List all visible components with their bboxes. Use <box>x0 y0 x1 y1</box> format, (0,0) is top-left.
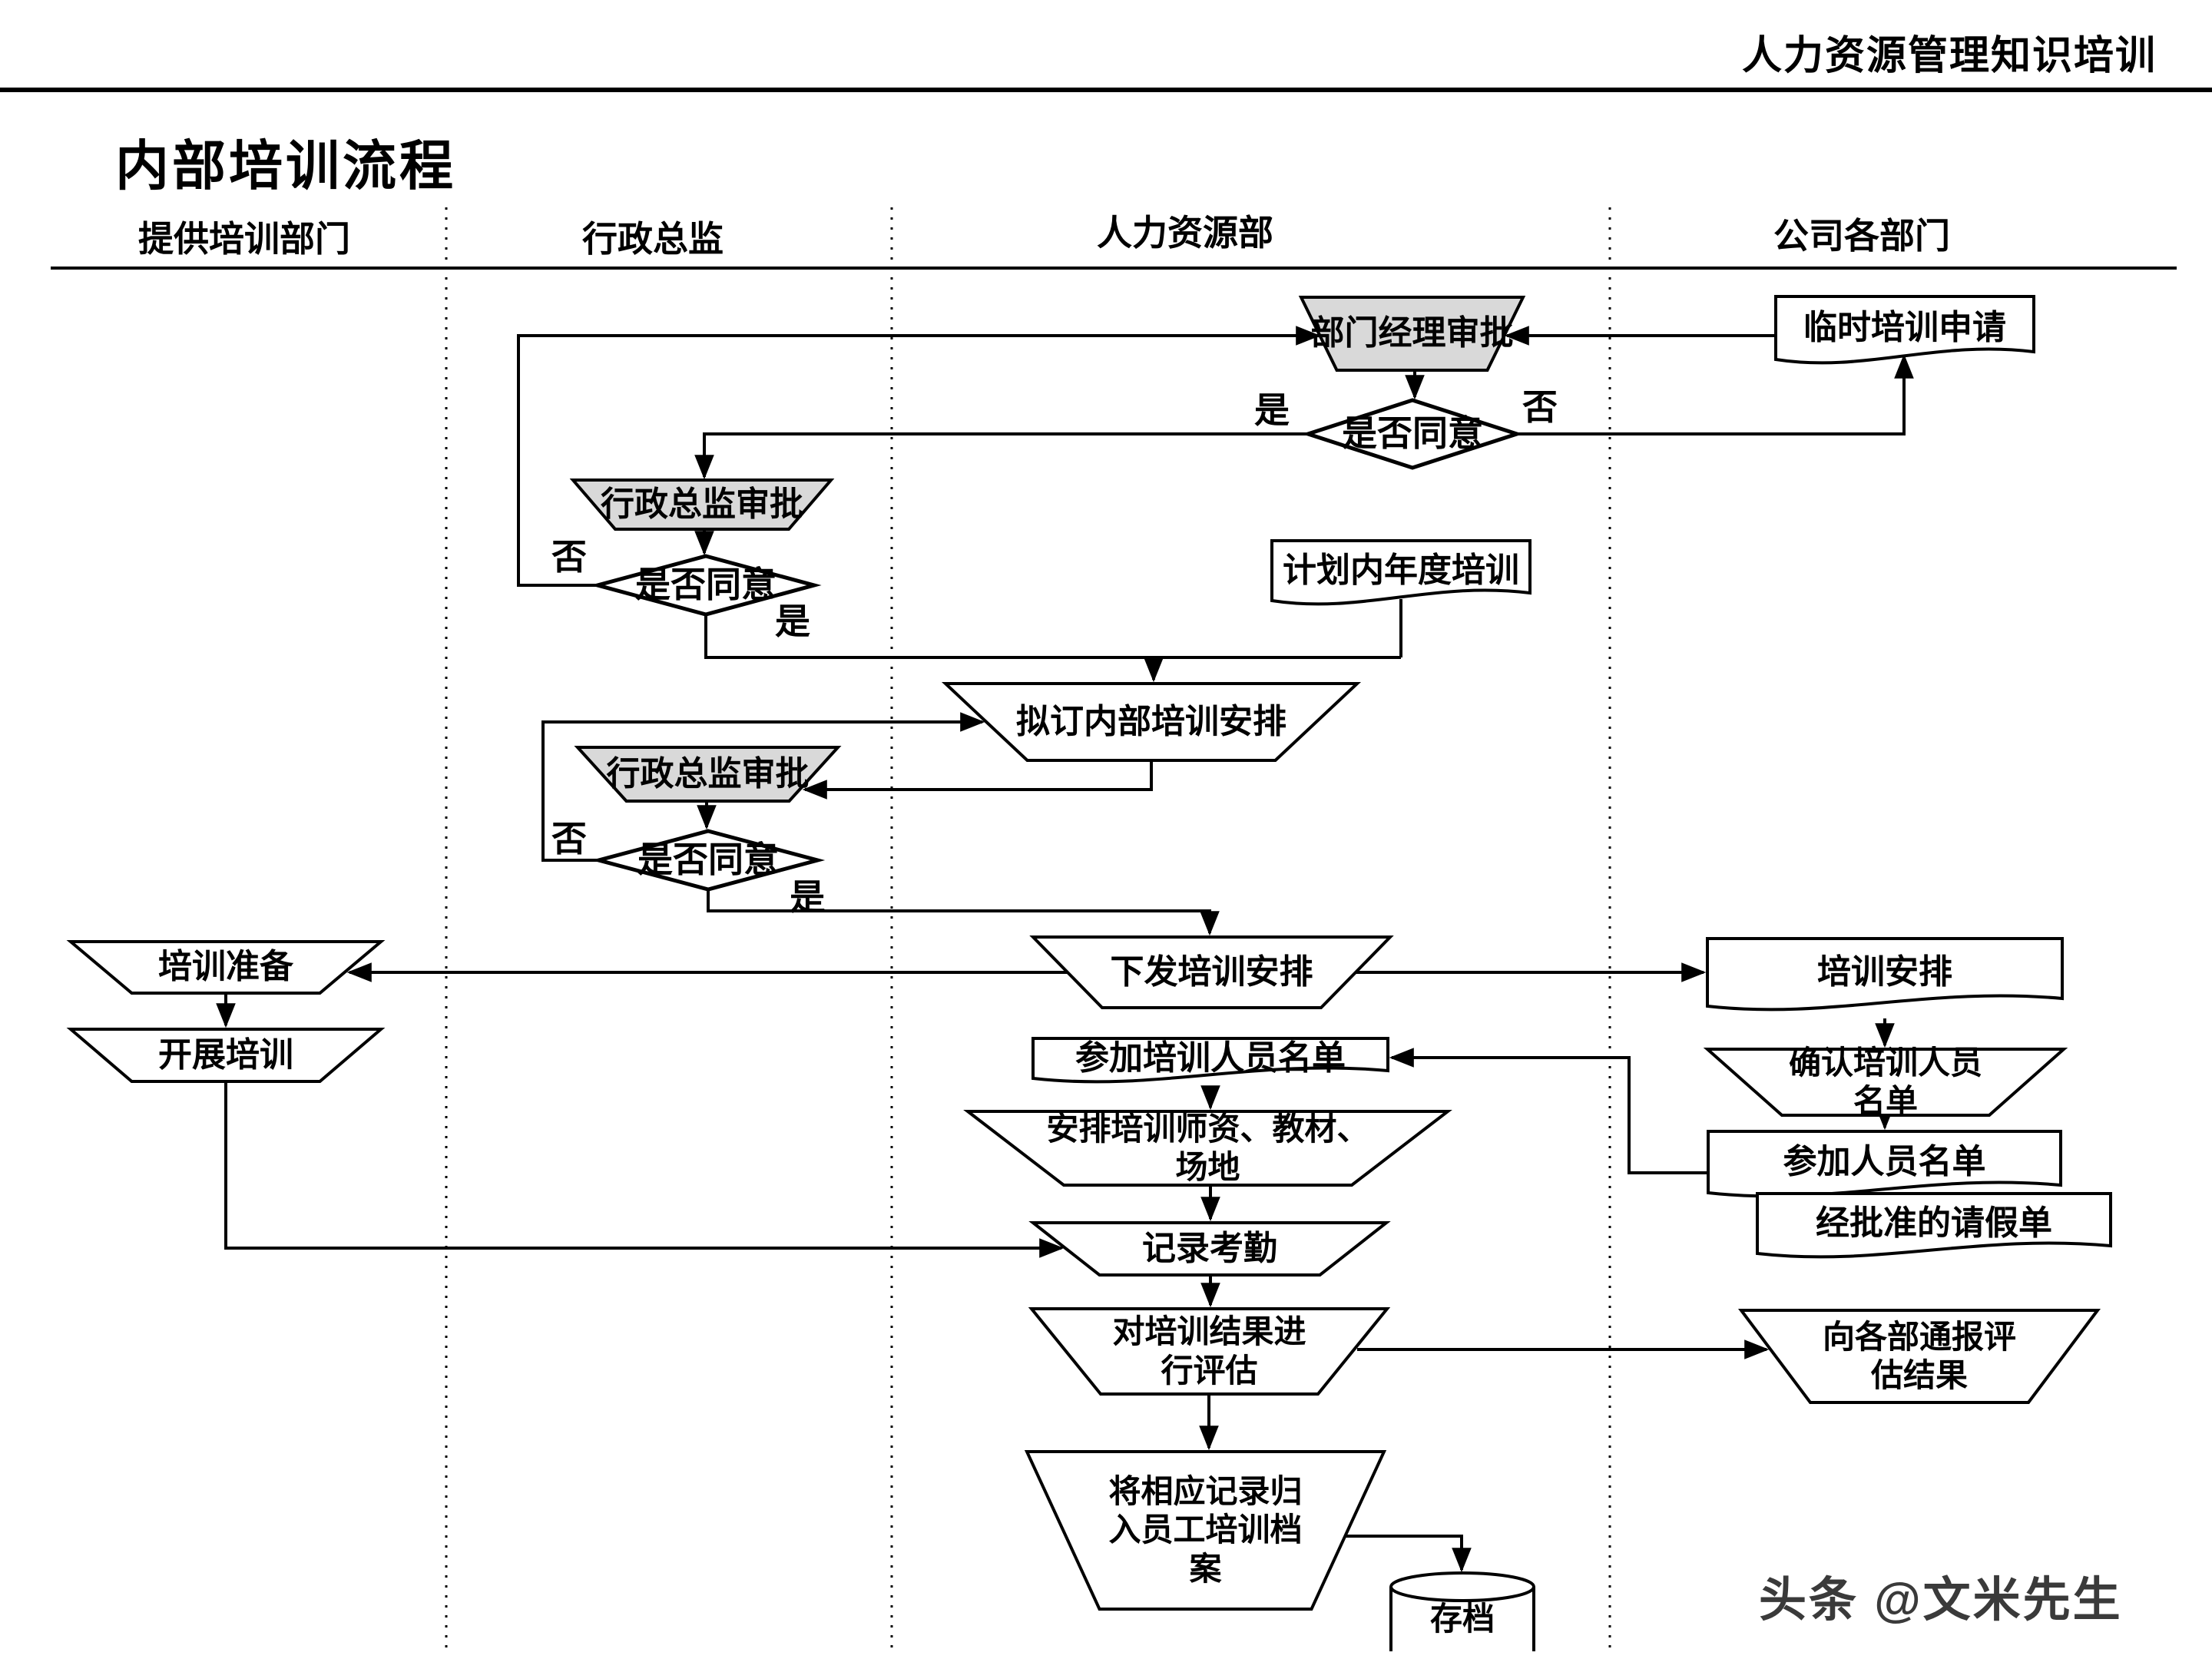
flow-connector-13 <box>707 889 1220 936</box>
shape-agree2 <box>590 554 822 617</box>
shape-approved-leave-slip <box>1756 1192 2112 1259</box>
shape-admin-director-approval-2 <box>574 746 842 803</box>
watermark: 头条 @文米先生 <box>1759 1574 2123 1627</box>
header-divider <box>0 88 2212 92</box>
lane-header-all-departments: 公司各部门 <box>1773 216 1950 256</box>
branch-label-yes-1: 是 <box>1254 390 1290 430</box>
flow-connector-4 <box>694 432 1308 480</box>
flow-connector-7 <box>704 614 1401 659</box>
flow-connector-3 <box>1517 353 1914 435</box>
shape-archive-records <box>1024 1450 1387 1611</box>
lane-header-providing-dept: 提供培训部门 <box>138 219 350 259</box>
shape-issue-training-plan <box>1029 935 1394 1009</box>
shape-confirm-participants <box>1703 1048 2068 1117</box>
shape-conduct-training <box>66 1028 386 1083</box>
flow-connector-17 <box>224 1081 1065 1258</box>
shape-record-attendance <box>1028 1221 1391 1277</box>
shape-notify-departments <box>1738 1309 2101 1404</box>
document-header-title: 人力资源管理知识培训 <box>1741 34 2157 78</box>
shape-arrange-resources <box>963 1110 1452 1187</box>
lane-header-admin-director: 行政总监 <box>582 219 724 259</box>
shape-training-prep <box>66 940 386 995</box>
branch-label-no-3: 否 <box>551 537 587 577</box>
shape-annual-plan-training <box>1270 539 1532 606</box>
shape-dept-manager-approval <box>1298 296 1526 372</box>
lane-header-hr-dept: 人力资源部 <box>1097 213 1273 253</box>
flow-connector-12 <box>541 712 985 862</box>
lane-header-underline <box>51 267 2177 270</box>
shape-attendee-list <box>1707 1130 2062 1198</box>
shape-temp-training-request <box>1774 295 2035 365</box>
page-title: 内部培训流程 <box>115 136 456 196</box>
flow-connector-6 <box>517 326 1321 587</box>
shape-training-plan-doc <box>1706 937 2064 1012</box>
branch-label-no-5: 否 <box>551 819 587 859</box>
flow-connector-26 <box>1346 1535 1472 1573</box>
branch-label-yes-6: 是 <box>790 877 825 917</box>
branch-label-no-2: 否 <box>1522 387 1558 427</box>
shape-agree3 <box>591 829 826 892</box>
shape-draft-internal-training-plan <box>941 682 1362 762</box>
shape-evaluate-results <box>1028 1307 1391 1396</box>
flow-connector-10 <box>802 760 1153 800</box>
branch-label-yes-4: 是 <box>775 601 810 641</box>
flow-connector-20 <box>1389 1048 1708 1174</box>
shape-admin-director-approval-1 <box>569 478 835 531</box>
shape-agree1 <box>1301 398 1524 470</box>
shape-archive <box>1389 1571 1535 1651</box>
shape-participant-list <box>1031 1037 1389 1084</box>
